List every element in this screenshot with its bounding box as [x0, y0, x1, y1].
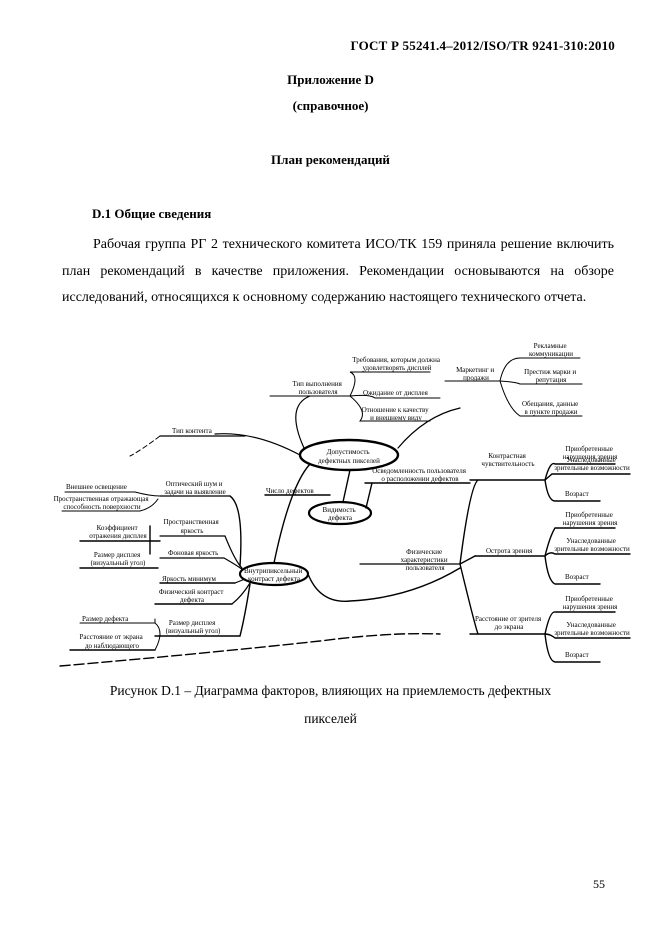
node-defect-count: Число дефектов [266, 487, 314, 495]
document-header: ГОСТ Р 55241.4–2012/ISO/TR 9241-310:2010 [350, 38, 615, 53]
page-number: 55 [593, 877, 605, 891]
node-contrast-sensitivity: Контрастная чувствительность [481, 452, 534, 468]
node-surface-reflectance: Пространственная отражающая способность … [54, 495, 151, 511]
node-age-3: Возраст [565, 651, 589, 659]
node-physical-contrast: Физический контраст дефекта [159, 588, 225, 604]
node-visibility: Видимость дефекта [323, 506, 358, 522]
node-inherited-3: Унаследованные зрительные возможности [554, 621, 630, 637]
node-display-size: Размер дисплея (визуальный угол) [91, 551, 146, 567]
figure-caption-line1: Рисунок D.1 – Диаграмма факторов, влияющ… [109, 683, 552, 698]
node-defect-size-angle: Размер дисплея (визуальный угол) [166, 619, 221, 635]
node-marketing-brand: Престиж марки и репутация [524, 368, 578, 384]
node-user-location: Осведомленность пользователя о расположе… [372, 467, 468, 483]
plan-title: План рекомендаций [271, 152, 390, 167]
node-marketing: Маркетинг и продажи [456, 366, 496, 382]
section-paragraph: Рабочая группа РГ 2 технического комитет… [62, 232, 614, 312]
appendix-title: Приложение D [287, 72, 374, 87]
node-center: Допустимость дефектных пикселей [318, 448, 380, 465]
node-age-1: Возраст [565, 490, 589, 498]
node-optical-noise: Оптический шум и задачи на выявление [164, 480, 226, 496]
appendix-note: (справочное) [292, 98, 369, 113]
node-intrinsic-contrast: Внутрипиксельный контраст дефекта [244, 567, 304, 583]
node-user-requirements: Требования, которым должна удовлетворять… [352, 356, 441, 372]
node-inherited-1: Унаследованные зрительные возможности [554, 456, 630, 472]
node-user-expectation: Ожидание от дисплея [363, 389, 429, 397]
node-background-brightness: Фоновая яркость [168, 549, 218, 557]
node-acquired-1: Приобретенные нарушения зрения [563, 445, 619, 461]
node-physical-characteristics: Физические характеристики пользователя [401, 548, 450, 572]
node-min-brightness: Яркость минимум [162, 575, 217, 583]
node-visual-acuity: Острота зрения [486, 547, 533, 555]
node-age-2: Возраст [565, 573, 589, 581]
section-heading: D.1 Общие сведения [92, 206, 212, 221]
node-user-type: Тип выполнения пользователя [292, 380, 343, 396]
node-display-reflectance: Коэффициент отражения дисплея [89, 524, 147, 540]
node-acquired-3: Приобретенные нарушения зрения [563, 595, 619, 611]
node-marketing-comm: Рекламные коммуникации [529, 342, 573, 358]
figure-caption-line2: пикселей [304, 711, 357, 726]
node-viewing-distance: Расстояние от экрана до наблюдающего [80, 633, 145, 650]
node-inherited-2: Унаследованные зрительные возможности [554, 537, 630, 553]
node-acquired-2: Приобретенные нарушения зрения [563, 511, 619, 527]
node-marketing-promise: Обещания, данные в пункте продажи [522, 400, 580, 416]
node-user-relation: Отношение к качеству и внешнему виду [362, 406, 431, 422]
node-screen-distance: Расстояние от зрителя до экрана [475, 615, 543, 631]
node-ambient-light: Внешнее освещение [66, 483, 127, 491]
node-content-type: Тип контента [172, 427, 213, 435]
node-defect-size: Размер дефекта [82, 615, 129, 623]
paragraph-text: Рабочая группа РГ 2 технического комитет… [62, 237, 614, 305]
node-spatial-brightness: Пространственная яркость [164, 518, 221, 535]
mind-map-diagram: Допустимость дефектных пикселей Видимост… [54, 342, 631, 667]
